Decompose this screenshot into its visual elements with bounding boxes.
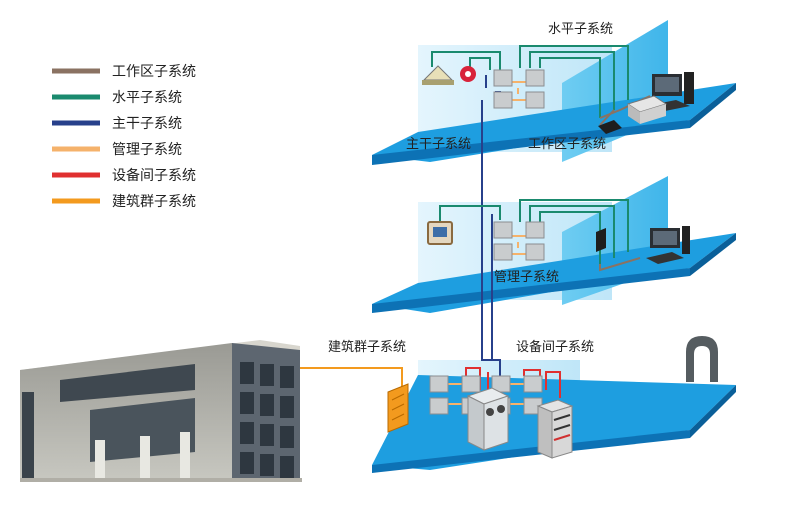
computer-icon (646, 226, 690, 264)
legend-label: 建筑群子系统 (112, 194, 196, 210)
legend-item-campus: 建筑群子系统 (52, 194, 196, 210)
access-point-icon (422, 65, 454, 85)
legend-item-horizontal: 水平子系统 (52, 90, 182, 106)
legend-label: 工作区子系统 (112, 64, 196, 80)
floor-slab (372, 233, 736, 313)
label-work-area: 工作区子系统 (528, 137, 606, 152)
arch-icon (686, 336, 718, 382)
label-management: 管理子系统 (494, 270, 559, 285)
printer-icon (626, 95, 668, 124)
distribution-frame-icon (387, 383, 409, 433)
legend-item-backbone: 主干子系统 (52, 116, 182, 132)
legend-label: 设备间子系统 (112, 167, 196, 184)
label-equipment-room: 设备间子系统 (516, 339, 594, 355)
floor-middle (372, 176, 736, 313)
legend-label: 主干子系统 (112, 116, 182, 132)
legend: 工作区子系统 水平子系统 主干子系统 管理子系统 设备间子系统 建筑群子系统 (52, 64, 196, 210)
label-campus: 建筑群子系统 (328, 339, 406, 355)
legend-label: 管理子系统 (112, 142, 182, 158)
label-backbone: 主干子系统 (406, 137, 471, 152)
rack-cabinet-icon (536, 399, 574, 459)
horizontal-cables (431, 45, 629, 264)
building-illustration (20, 340, 302, 482)
legend-item-work-area: 工作区子系统 (52, 64, 196, 80)
label-horizontal: 水平子系统 (548, 22, 613, 37)
legend-item-management: 管理子系统 (52, 142, 182, 158)
legend-label: 水平子系统 (112, 90, 182, 106)
wall-terminal-icon (427, 221, 453, 245)
sensor-icon (460, 66, 476, 82)
card-reader-icon (596, 228, 606, 252)
legend-item-equipment-room: 设备间子系统 (52, 167, 196, 184)
phone-icon (598, 120, 622, 134)
campus-connector (300, 367, 403, 390)
server-icon (466, 387, 510, 451)
management-cables (448, 81, 526, 405)
